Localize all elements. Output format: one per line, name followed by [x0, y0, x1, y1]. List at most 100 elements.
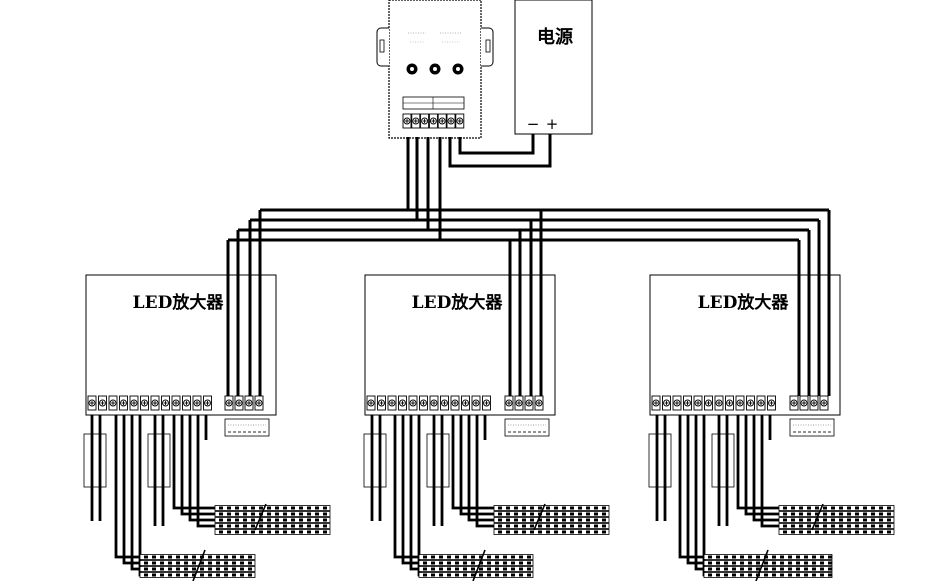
led-strip [214, 505, 331, 511]
amplifier-output-terminal [171, 395, 181, 411]
amplifier-input-terminal [234, 395, 244, 411]
amplifier-output-terminal [161, 395, 170, 411]
led-strip [139, 560, 256, 566]
led-strip [139, 572, 256, 578]
led-strip [703, 554, 833, 560]
amplifier-output-terminal [150, 395, 160, 411]
led-strip [214, 511, 331, 517]
amplifier-3: LED放大器 [648, 274, 895, 581]
amplifier-output-terminal [440, 395, 449, 411]
amplifier-input-terminal [504, 395, 514, 411]
amplifier-output-terminal [408, 395, 418, 411]
amplifier-output-terminal [651, 395, 661, 411]
amplifier-output-terminal [683, 395, 692, 411]
controller-terminal [402, 113, 412, 129]
controller [376, 0, 494, 139]
led-strip [418, 560, 534, 566]
led-strip [703, 572, 833, 578]
amplifier-label: LED放大器 [412, 292, 504, 313]
led-strip [214, 523, 331, 529]
controller-buttons [406, 63, 464, 75]
amplifier-output-terminal [714, 395, 724, 411]
amplifier-output-terminal [725, 395, 734, 411]
amplifier-3-input-terminals [789, 395, 829, 411]
amplifier-label: LED放大器 [698, 292, 790, 313]
amplifier-output-terminal [693, 395, 703, 411]
led-strip [418, 554, 534, 560]
controller-terminal [437, 113, 447, 129]
amplifier-2-input-terminals [504, 395, 544, 411]
controller-button [406, 63, 418, 75]
amplifier-output-terminal [461, 395, 470, 411]
amplifier-input-terminal [244, 395, 254, 411]
amplifier-output-terminal [756, 395, 766, 411]
amplifier-2: LED放大器 [363, 274, 610, 581]
controller-terminals [402, 113, 465, 129]
power-supply: 电源 − + [514, 0, 593, 135]
led-strip [778, 529, 895, 535]
controller-terminal [420, 113, 430, 129]
amplifier-output-terminal [767, 395, 776, 411]
amplifier-input-terminal [524, 395, 534, 411]
amplifier-input-terminal [514, 395, 524, 411]
led-strip [493, 517, 610, 523]
controller-button [429, 63, 441, 75]
led-strip [703, 566, 833, 572]
amplifier-output-terminal [129, 395, 139, 411]
amplifier-output-terminal [398, 395, 407, 411]
power-positive-label: + [546, 115, 559, 133]
led-strip [214, 517, 331, 523]
amplifier-1-output-terminals [87, 395, 212, 411]
power-negative-label: − [527, 115, 540, 133]
led-strip [778, 511, 895, 517]
amplifier-1-led-strips-upper [214, 505, 331, 535]
led-strip [778, 523, 895, 529]
amplifier-2-led-strips-upper [493, 505, 610, 535]
led-strip [493, 505, 610, 511]
amplifier-input-terminal [224, 395, 234, 411]
led-strip [493, 523, 610, 529]
amplifier-2-output-terminals [366, 395, 491, 411]
amplifier-output-terminal [140, 395, 149, 411]
amplifier-output-terminal [746, 395, 755, 411]
led-strip [139, 554, 256, 560]
amplifier-input-terminal [799, 395, 809, 411]
controller-terminal [446, 113, 456, 129]
amplifier-output-terminal [672, 395, 682, 411]
amplifier-label: LED放大器 [133, 292, 225, 313]
amplifier-output-terminal [87, 395, 97, 411]
amplifier-output-terminal [471, 395, 481, 411]
amplifier-3-output-terminals [651, 395, 776, 411]
led-strip [778, 505, 895, 511]
amplifier-input-terminal [534, 395, 544, 411]
led-strip [493, 529, 610, 535]
controller-terminal [411, 113, 421, 129]
amplifier-output-terminal [377, 395, 386, 411]
controller-terminal [428, 113, 438, 129]
controller-button [452, 63, 464, 75]
amplifier-output-terminal [735, 395, 745, 411]
led-strip [703, 560, 833, 566]
amplifier-output-terminal [366, 395, 376, 411]
led-strip [214, 529, 331, 535]
power-supply-label: 电源 [537, 26, 573, 48]
amplifier-input-terminal [809, 395, 819, 411]
amplifier-3-led-strips-lower [703, 554, 833, 578]
amplifier-output-terminal [98, 395, 107, 411]
amplifier-1-input-terminals [224, 395, 264, 411]
led-strip [418, 566, 534, 572]
amplifier-input-terminal [254, 395, 264, 411]
amplifier-output-terminal [192, 395, 202, 411]
amplifier-output-terminal [429, 395, 439, 411]
amplifier-output-terminal [119, 395, 128, 411]
led-strip [778, 517, 895, 523]
amplifier-output-terminal [704, 395, 713, 411]
amplifier-output-terminal [108, 395, 118, 411]
controller-terminal [455, 113, 465, 129]
led-strip [493, 511, 610, 517]
signal-bus [226, 137, 831, 396]
power-leads [448, 134, 552, 168]
amplifier-3-led-strips-upper [778, 505, 895, 535]
amplifier-output-terminal [419, 395, 428, 411]
